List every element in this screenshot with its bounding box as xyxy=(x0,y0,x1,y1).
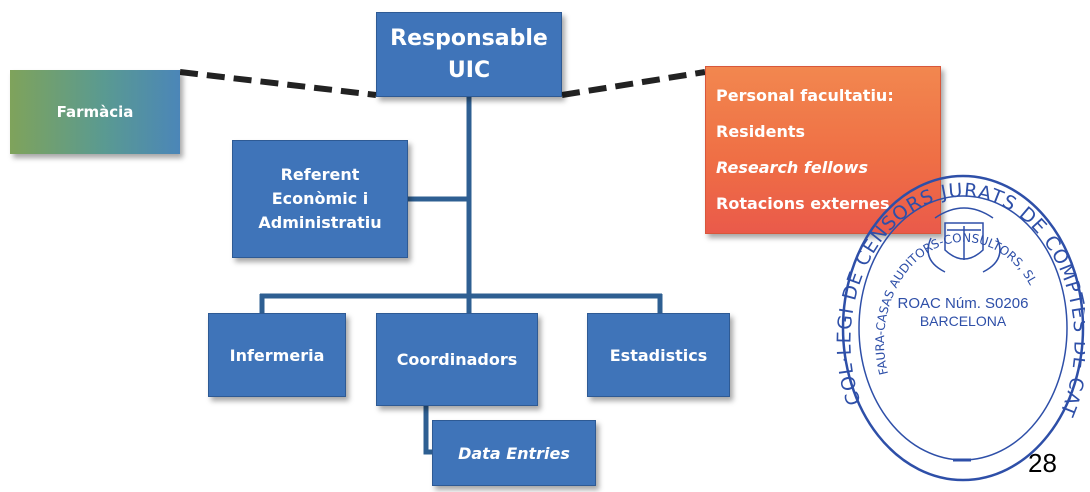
responsable-uic-box: Responsable UIC xyxy=(376,12,562,97)
personal-facultatiu-box: Personal facultatiu: Residents Research … xyxy=(705,66,941,234)
referent-box: Referent Econòmic i Administratiu xyxy=(232,140,408,258)
data-entries-box: Data Entries xyxy=(432,420,596,486)
estadistics-label: Estadistics xyxy=(609,345,708,365)
referent-line3: Administratiu xyxy=(258,213,382,232)
page-number: 28 xyxy=(1028,448,1057,478)
farmacia-box: Farmàcia xyxy=(10,70,180,154)
coordinadors-label: Coordinadors xyxy=(396,350,518,369)
svg-text:BARCELONA: BARCELONA xyxy=(920,313,1007,329)
coordinadors-box: Coordinadors xyxy=(376,313,538,406)
farmacia-label: Farmàcia xyxy=(56,103,134,121)
rotacions-externes-label: Rotacions externes xyxy=(716,194,890,213)
dashed-link-right xyxy=(561,69,706,98)
data-entries-link xyxy=(423,406,432,455)
referent-line2: Econòmic i xyxy=(271,189,369,208)
estadistics-box: Estadistics xyxy=(587,313,730,397)
dashed-link-left xyxy=(179,69,377,98)
infermeria-box: Infermeria xyxy=(208,313,346,397)
svg-text:ROAC Núm. S0206: ROAC Núm. S0206 xyxy=(898,295,1029,312)
auditor-seal-stamp: COL·LEGI DE CENSORS JURATS DE COMPTES DE… xyxy=(835,168,1085,482)
data-entries-label: Data Entries xyxy=(458,443,570,463)
residents-label: Residents xyxy=(716,122,806,141)
uic-label: UIC xyxy=(447,57,491,83)
research-fellows-label: Research fellows xyxy=(716,158,868,177)
personal-facultatiu-label: Personal facultatiu: xyxy=(716,86,894,105)
infermeria-label: Infermeria xyxy=(229,345,325,365)
svg-text:COL·LEGI DE CENSORS JURATS DE: COL·LEGI DE CENSORS JURATS DE COMPTES DE… xyxy=(835,168,1085,420)
responsable-label: Responsable xyxy=(390,25,548,51)
referent-line1: Referent xyxy=(280,165,360,184)
